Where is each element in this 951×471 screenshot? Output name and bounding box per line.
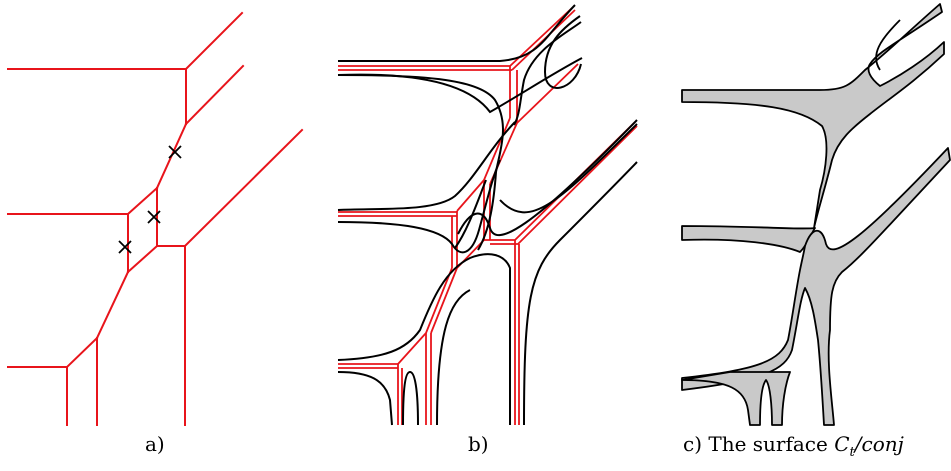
edge: [184, 11, 244, 71]
caption-c: c) The surface Ct/conj: [683, 432, 904, 460]
edge: [184, 64, 245, 126]
edge: [183, 128, 304, 248]
edge: [126, 244, 159, 274]
cross-marker: [168, 145, 182, 159]
caption-c-symbol: C: [834, 432, 850, 456]
panel-c-surface: [681, 3, 951, 426]
edge: [126, 186, 159, 216]
caption-c-prefix: c) The surface: [683, 432, 835, 456]
panel-b-tropical-curve: [338, 7, 638, 425]
cross-marker: [118, 240, 132, 254]
caption-a: a): [145, 432, 165, 456]
surface-piece: [681, 3, 945, 229]
edge: [65, 336, 99, 369]
caption-b-text: b): [468, 432, 489, 456]
caption-c-suffix: /conj: [854, 432, 904, 456]
surface-piece: [681, 147, 951, 426]
cross-marker: [147, 210, 161, 224]
caption-c-subscript: t: [849, 445, 855, 460]
surface-piece: [681, 225, 816, 253]
surface-piece: [681, 371, 791, 426]
panel-b-amoeba-outline: [337, 4, 638, 426]
caption-b: b): [468, 432, 489, 456]
panel-a-markers: [118, 145, 182, 254]
panel-c-surface-outline-extras: [875, 19, 901, 71]
edge: [95, 270, 130, 340]
caption-a-text: a): [145, 432, 165, 456]
